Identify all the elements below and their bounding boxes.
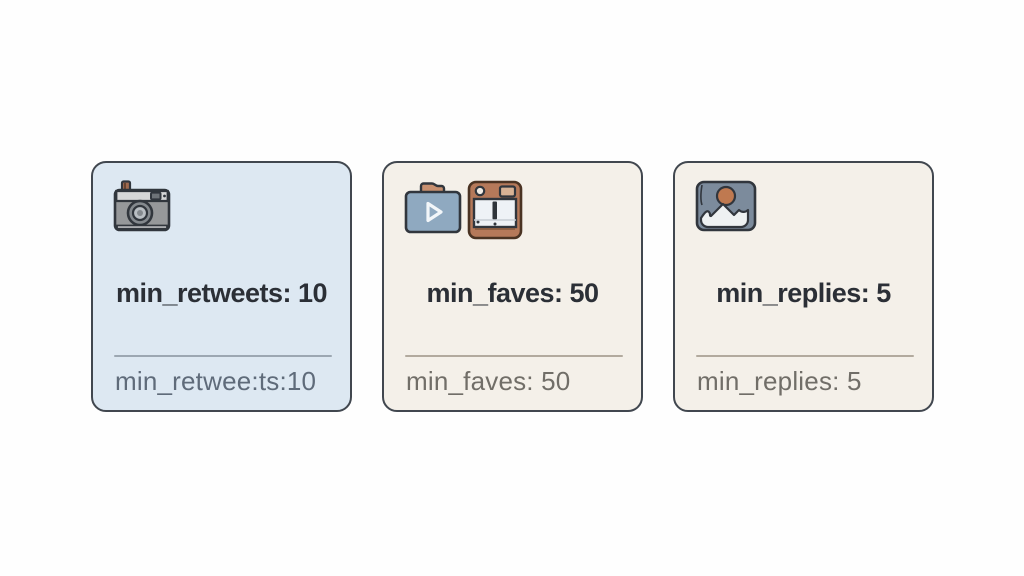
video-folder-icon xyxy=(404,180,462,243)
instant-camera-icon xyxy=(467,180,523,245)
retro-camera-icon xyxy=(113,180,171,241)
card-subtitle: min_replies: 5 xyxy=(697,366,862,396)
card-divider xyxy=(114,355,332,357)
card-subtitle: min_retwee:ts:10 xyxy=(115,366,317,396)
card-min-faves[interactable]: min_faves: 50 min_faves: 50 xyxy=(382,161,643,412)
image-icon xyxy=(695,180,757,237)
card-min-retweets[interactable]: min_retweets: 10 min_retwee:ts:10 xyxy=(91,161,352,412)
card-divider xyxy=(405,355,623,357)
card-title: min_retweets: 10 xyxy=(115,278,328,308)
card-min-replies[interactable]: min_replies: 5 min_replies: 5 xyxy=(673,161,934,412)
card-title: min_replies: 5 xyxy=(716,278,891,308)
card-divider xyxy=(696,355,914,357)
card-title: min_faves: 50 xyxy=(426,278,599,308)
card-icon-row xyxy=(113,180,330,238)
card-subtitle: min_faves: 50 xyxy=(406,366,571,396)
card-icon-row xyxy=(404,180,621,240)
filter-cards-row: min_retweets: 10 min_retwee:ts:10 xyxy=(91,161,934,412)
card-icon-row xyxy=(695,180,912,238)
